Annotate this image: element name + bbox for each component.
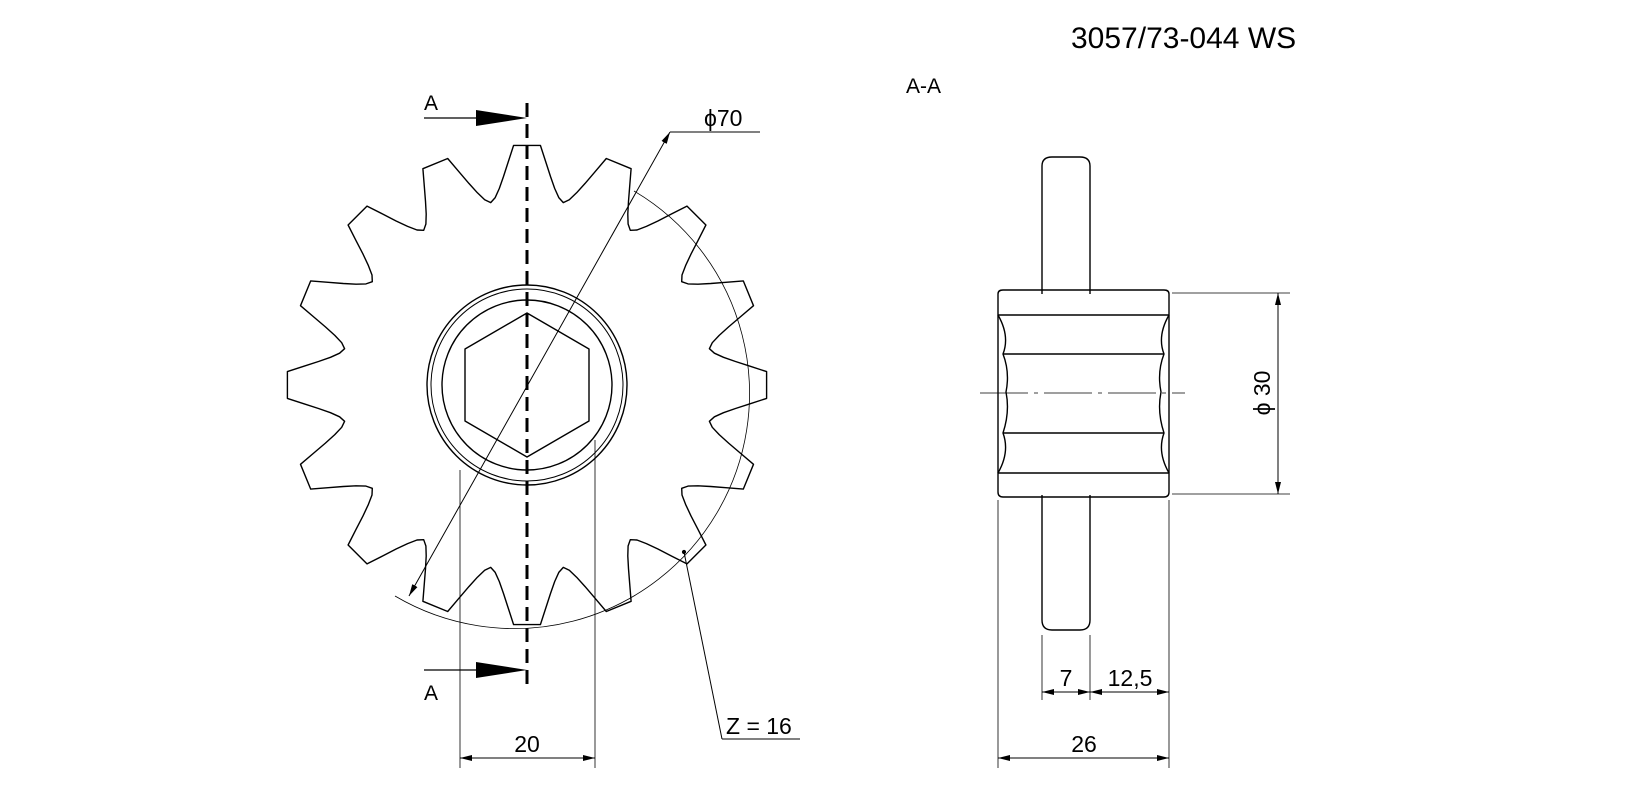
front-view: A A ϕ70 20 Z = 16 [286,92,800,768]
plate-thickness-label: 7 [1060,665,1073,691]
section-label-bottom: A [424,682,438,705]
plate-lower [1041,495,1091,631]
section-view: A-A ϕ 30 7 12,5 26 [906,75,1290,768]
hub-wall-bottom [997,472,1170,498]
total-width-label: 26 [1071,731,1097,757]
hub-body [997,315,1170,473]
section-arrow-bottom [424,662,527,678]
hub-diameter-label: ϕ 30 [1249,371,1275,416]
section-arrow-top [424,110,527,126]
hub-width-label: 20 [514,731,540,757]
teeth-count-label: Z = 16 [726,713,792,739]
plate-upper [1041,156,1091,294]
outer-diameter-arc [394,190,751,630]
sprocket-outline [286,144,768,626]
teeth-leader [681,549,723,740]
outer-diameter-label: ϕ70 [704,105,742,131]
hub-offset-label: 12,5 [1108,665,1153,691]
section-view-title: A-A [906,75,941,98]
drawing-number: 3057/73-044 WS [1071,22,1296,55]
diameter-leader [408,131,671,597]
section-label-top: A [424,92,438,115]
bore-profile [997,314,1170,474]
hub-wall-top [997,289,1170,316]
